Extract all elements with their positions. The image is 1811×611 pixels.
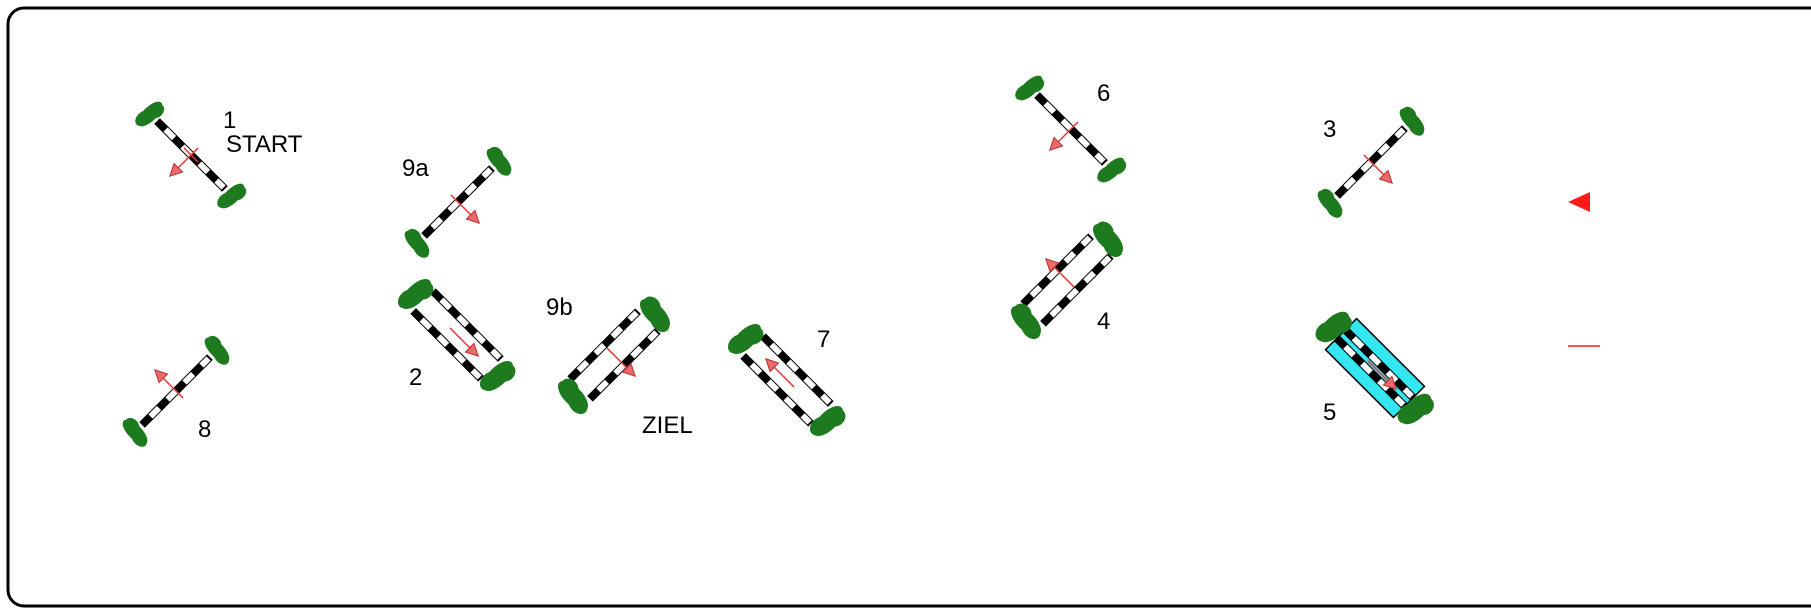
fence-4 xyxy=(1005,217,1131,343)
label-9a: 9a xyxy=(402,155,429,182)
fence-1 xyxy=(132,97,250,215)
label-6: 6 xyxy=(1097,80,1110,107)
fence-7 xyxy=(724,318,850,444)
label-ziel: ZIEL xyxy=(642,412,693,439)
label-3: 3 xyxy=(1323,116,1336,143)
fence-6 xyxy=(1012,71,1130,189)
label-1: 1 xyxy=(223,107,236,134)
label-start: START xyxy=(226,131,303,158)
label-5: 5 xyxy=(1323,399,1336,426)
edge-arrow-marker xyxy=(1568,192,1590,212)
fence-5 xyxy=(1311,305,1439,433)
label-4: 4 xyxy=(1097,308,1110,335)
label-7: 7 xyxy=(817,326,830,353)
arena-border xyxy=(6,6,1811,608)
label-8: 8 xyxy=(198,416,211,443)
label-2: 2 xyxy=(409,364,422,391)
fence-8 xyxy=(118,332,236,450)
label-9b: 9b xyxy=(546,294,573,321)
